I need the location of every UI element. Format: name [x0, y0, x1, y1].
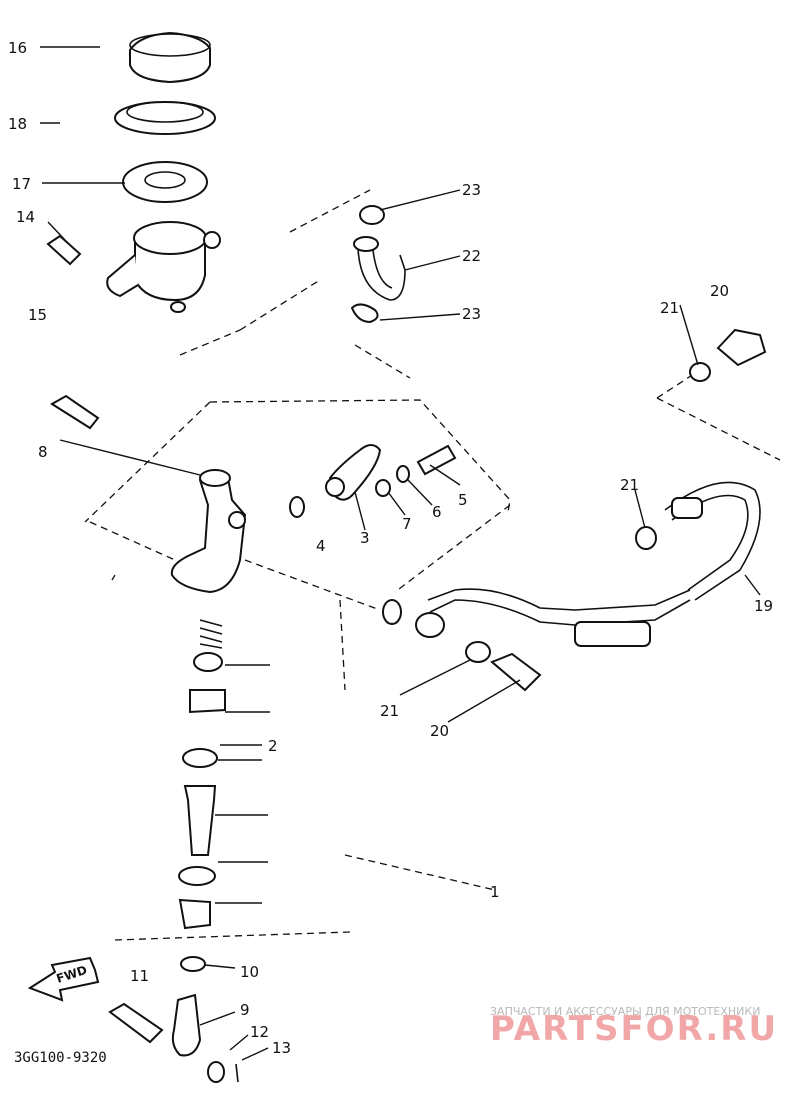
dust-boot — [178, 898, 211, 930]
union-bolt-20-top — [716, 328, 767, 367]
clip-lower — [350, 303, 379, 324]
callout-18: 18 — [8, 115, 27, 133]
union-bolt-20-bottom — [490, 652, 542, 692]
callout-21-bottom: 21 — [380, 702, 399, 720]
reservoir-hose — [353, 236, 406, 301]
cotter-pin-13 — [235, 1063, 239, 1083]
watermark: ЗАПЧАСТИ И АКСЕССУАРЫ ДЛЯ МОТОТЕХНИКИ PA… — [490, 1005, 778, 1049]
callout-7: 7 — [402, 515, 412, 533]
copper-washer-21-top — [689, 362, 711, 382]
callout-6: 6 — [432, 503, 442, 521]
callout-21-mid: 21 — [620, 476, 639, 494]
callout-3: 3 — [360, 529, 370, 547]
clip-upper — [359, 205, 385, 225]
reservoir-screw — [46, 234, 82, 266]
callout-14: 14 — [16, 208, 35, 226]
reservoir-body — [106, 221, 221, 313]
watermark-tagline: ЗАПЧАСТИ И АКСЕССУАРЫ ДЛЯ МОТОТЕХНИКИ — [490, 1005, 760, 1018]
callout-23-top: 23 — [462, 181, 481, 199]
copper-washer-21-mid — [635, 526, 657, 550]
pushrod — [183, 785, 217, 856]
bolt-5 — [416, 444, 457, 476]
callout-15: 15 — [28, 306, 47, 324]
brake-hose — [415, 481, 761, 647]
clevis-pin-11 — [108, 1002, 164, 1044]
diagram-code: 3GG100-9320 — [14, 1050, 107, 1066]
callout-16: 16 — [8, 39, 27, 57]
piston — [189, 689, 226, 714]
washer-lower — [178, 866, 216, 886]
callout-10: 10 — [240, 963, 259, 981]
watermark-brand: PARTSFOR.RU — [490, 1009, 778, 1049]
callout-23-bottom: 23 — [462, 305, 481, 323]
diaphragm — [122, 161, 208, 203]
cotter-pin-12 — [207, 1061, 225, 1083]
callout-5: 5 — [458, 491, 468, 509]
callout-2: 2 — [268, 737, 278, 755]
callout-12: 12 — [250, 1023, 269, 1041]
callout-17: 17 — [12, 175, 31, 193]
pushrod-boot — [325, 444, 382, 501]
callout-1: 1 — [490, 883, 500, 901]
fwd-arrow-icon: FWD — [27, 956, 100, 1002]
callout-19: 19 — [754, 597, 773, 615]
washer-7 — [375, 479, 391, 497]
piston-spring — [199, 619, 223, 649]
callout-labels: 16 18 17 14 15 23 22 23 8 3 4 5 6 7 20 2… — [8, 39, 773, 1057]
copper-washer-21-bottom — [465, 641, 491, 663]
callout-13: 13 — [272, 1039, 291, 1057]
clevis-9 — [171, 993, 202, 1057]
callout-20-bottom: 20 — [430, 722, 449, 740]
washer-left — [382, 599, 402, 625]
pivot-oring — [289, 496, 305, 518]
washer-10 — [180, 956, 206, 972]
leader-lines — [40, 46, 761, 1061]
callout-8: 8 — [38, 443, 48, 461]
callout-4: 4 — [316, 537, 326, 555]
diaphragm-plate — [114, 101, 216, 135]
callout-9: 9 — [240, 1001, 250, 1019]
boundary-lines — [84, 189, 781, 941]
cup-primary — [193, 652, 223, 672]
callout-21-top: 21 — [660, 299, 679, 317]
callout-20-top: 20 — [710, 282, 729, 300]
callout-11: 11 — [130, 967, 149, 985]
nut-6 — [396, 465, 410, 483]
callout-22: 22 — [462, 247, 481, 265]
master-cylinder-body — [170, 469, 247, 594]
cup-secondary — [182, 748, 218, 768]
reservoir-cap — [129, 31, 211, 84]
banjo-bolt-8 — [50, 394, 100, 430]
